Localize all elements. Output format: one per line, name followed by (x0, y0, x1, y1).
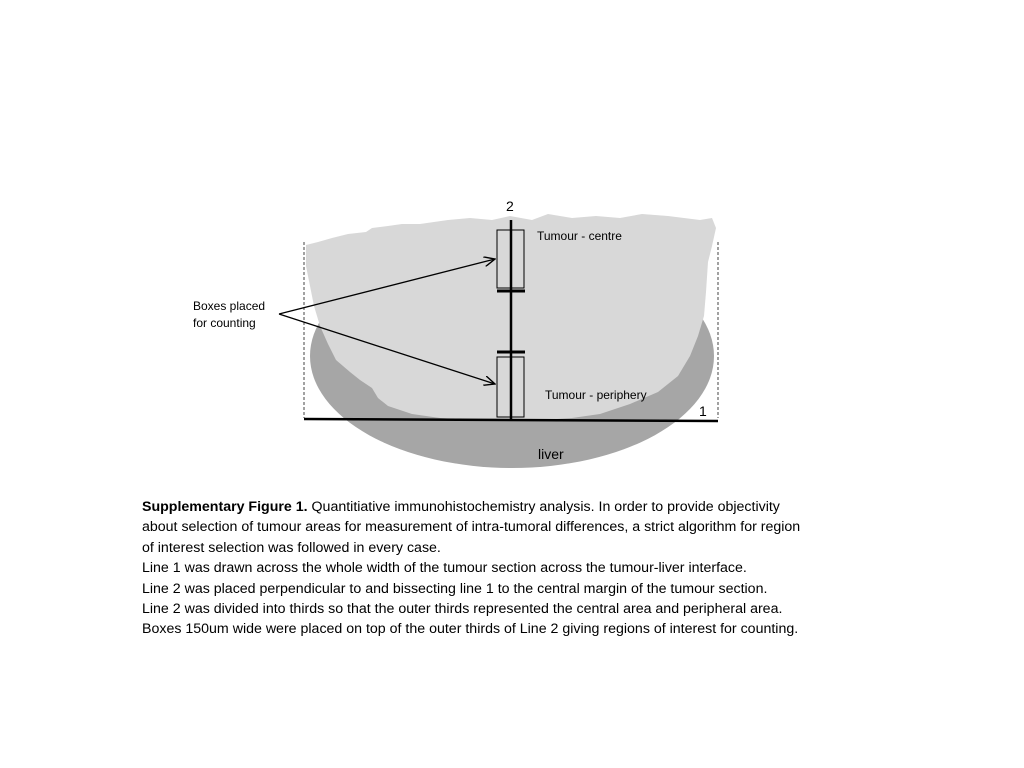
caption-paragraph-intro: Supplementary Figure 1. Quantitiative im… (142, 497, 902, 517)
line-2-label: 2 (506, 198, 514, 214)
caption-intro-line-2: about selection of tumour areas for meas… (142, 519, 801, 536)
caption-thirds-step: Line 2 was divided into thirds so that t… (142, 601, 783, 618)
boxes-label-line-2: for counting (193, 316, 256, 330)
caption-line-1-step: Line 1 was drawn across the whole width … (142, 560, 747, 577)
boxes-label-line-1: Boxes placed (193, 299, 265, 313)
liver-label: liver (538, 446, 564, 462)
figure-caption: Supplementary Figure 1. Quantitiative im… (142, 497, 902, 640)
tumour-periphery-label: Tumour - periphery (545, 388, 647, 402)
line-1-label: 1 (699, 403, 707, 419)
arrow-to-centre-box (278, 259, 495, 315)
caption-boxes-step: Boxes 150um wide were placed on top of t… (142, 621, 799, 638)
arrow-to-periphery-box (278, 313, 495, 384)
caption-intro-line-1: Quantitiative immunohistochemistry analy… (311, 499, 780, 515)
caption-intro-line-3: of interest selection was followed in ev… (142, 539, 441, 556)
caption-line-2-step: Line 2 was placed perpendicular to and b… (142, 580, 768, 597)
tumour-centre-label: Tumour - centre (537, 229, 622, 243)
caption-title: Supplementary Figure 1. (142, 499, 308, 515)
